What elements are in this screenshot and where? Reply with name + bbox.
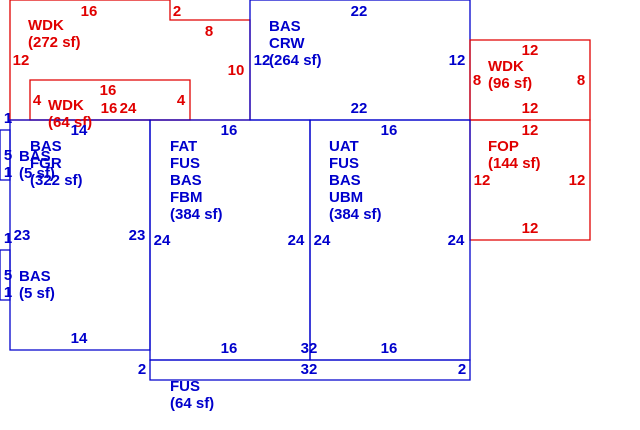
dimension-label: 12 xyxy=(254,52,271,69)
area-label-line: BAS xyxy=(269,18,301,35)
area-label-line: (144 sf) xyxy=(488,155,541,172)
dimension-label: 4 xyxy=(177,92,186,109)
dimension-label: 22 xyxy=(351,3,368,20)
area-label-line: UBM xyxy=(329,189,363,206)
area-label-line: WDK xyxy=(488,58,524,75)
fus-64-outline xyxy=(149,359,471,381)
dimension-label: 12 xyxy=(449,52,466,69)
dimension-label: 8 xyxy=(205,23,213,40)
dimension-label: 24 xyxy=(288,232,305,249)
dimension-label: 1 xyxy=(4,284,12,301)
area-label-line: (264 sf) xyxy=(269,52,322,69)
dimension-label: 22 xyxy=(351,100,368,117)
dimension-label: 5 xyxy=(4,147,12,164)
area-label-line: (272 sf) xyxy=(28,34,81,51)
dimension-label: 32 xyxy=(301,340,318,357)
dimension-label: 14 xyxy=(71,330,88,347)
area-label-bas-5-top: BAS(5 sf) xyxy=(19,148,55,182)
dimension-label: 14 xyxy=(71,122,88,139)
dimension-label: 12 xyxy=(522,100,539,117)
area-label-line: FAT xyxy=(170,138,197,155)
area-label-line: WDK xyxy=(48,97,84,114)
dimension-label: 10 xyxy=(228,62,245,79)
area-label-line: UAT xyxy=(329,138,359,155)
area-label-line: (384 sf) xyxy=(329,206,382,223)
dimension-label: 16 xyxy=(221,122,238,139)
dimension-label: 24 xyxy=(314,232,331,249)
area-label-line: (64 sf) xyxy=(48,114,92,131)
area-label-line: (322 sf) xyxy=(30,172,83,189)
dimension-label: 16 xyxy=(81,3,98,20)
dimension-label: 8 xyxy=(473,72,481,89)
dimension-label: 12 xyxy=(522,220,539,237)
dimension-label: 16 xyxy=(381,340,398,357)
area-label-fop-144: FOP(144 sf) xyxy=(488,138,541,172)
area-label-line: BAS xyxy=(30,138,62,155)
area-label-line: BAS xyxy=(329,172,361,189)
dimension-label: 32 xyxy=(301,361,318,378)
dimension-label: 4 xyxy=(33,92,42,109)
area-label-wdk-272: WDK(272 sf) xyxy=(28,17,81,51)
dimension-label: 16 xyxy=(100,82,117,99)
area-label-line: FGR xyxy=(30,155,62,172)
dimension-label: 12 xyxy=(569,172,586,189)
area-label-line: (5 sf) xyxy=(19,285,55,302)
area-label-line: FUS xyxy=(170,155,200,172)
dimension-label: 12 xyxy=(474,172,491,189)
dimension-label: 5 xyxy=(4,267,12,284)
bas-5-bottom-outline xyxy=(0,249,11,301)
dimension-label: 2 xyxy=(458,361,466,378)
area-label-wdk-64: WDK(64 sf) xyxy=(48,97,92,131)
area-label-line: FBM xyxy=(170,189,203,206)
area-label-line: (96 sf) xyxy=(488,75,532,92)
dimension-label: 1 xyxy=(4,110,12,127)
area-label-line: (384 sf) xyxy=(170,206,223,223)
area-label-line: BAS xyxy=(19,148,51,165)
dimension-label: 12 xyxy=(522,42,539,59)
dimension-label: 24 xyxy=(154,232,171,249)
area-label-line: FUS xyxy=(329,155,359,172)
dimension-label: 23 xyxy=(14,227,31,244)
dimension-label: 16 xyxy=(381,122,398,139)
dimension-label: 1 xyxy=(4,230,12,247)
area-label-bas-5-bottom: BAS(5 sf) xyxy=(19,268,55,302)
area-label-wdk-96: WDK(96 sf) xyxy=(488,58,532,92)
area-label-line: WDK xyxy=(28,17,64,34)
dimension-label: 24 xyxy=(120,100,137,117)
area-label-line: (5 sf) xyxy=(19,165,55,182)
area-label-line: BAS xyxy=(170,172,202,189)
dimension-label: 24 xyxy=(448,232,465,249)
outline-shapes xyxy=(0,0,591,381)
area-label-fus-64: FUS(64 sf) xyxy=(170,378,214,412)
dimension-label: 16 xyxy=(101,100,118,117)
dimension-label: 23 xyxy=(129,227,146,244)
dimension-label: 12 xyxy=(13,52,30,69)
bas-5-top-outline xyxy=(0,129,11,181)
dimension-label: 2 xyxy=(138,361,146,378)
area-label-line: FOP xyxy=(488,138,519,155)
area-label-line: CRW xyxy=(269,35,305,52)
area-label-line: FUS xyxy=(170,378,200,395)
dimension-label: 8 xyxy=(577,72,585,89)
dimension-label: 12 xyxy=(522,122,539,139)
dimension-label: 16 xyxy=(221,340,238,357)
area-label-line: BAS xyxy=(19,268,51,285)
area-label-line: (64 sf) xyxy=(170,395,214,412)
dimension-label: 1 xyxy=(4,164,12,181)
dimension-label: 2 xyxy=(173,3,181,20)
